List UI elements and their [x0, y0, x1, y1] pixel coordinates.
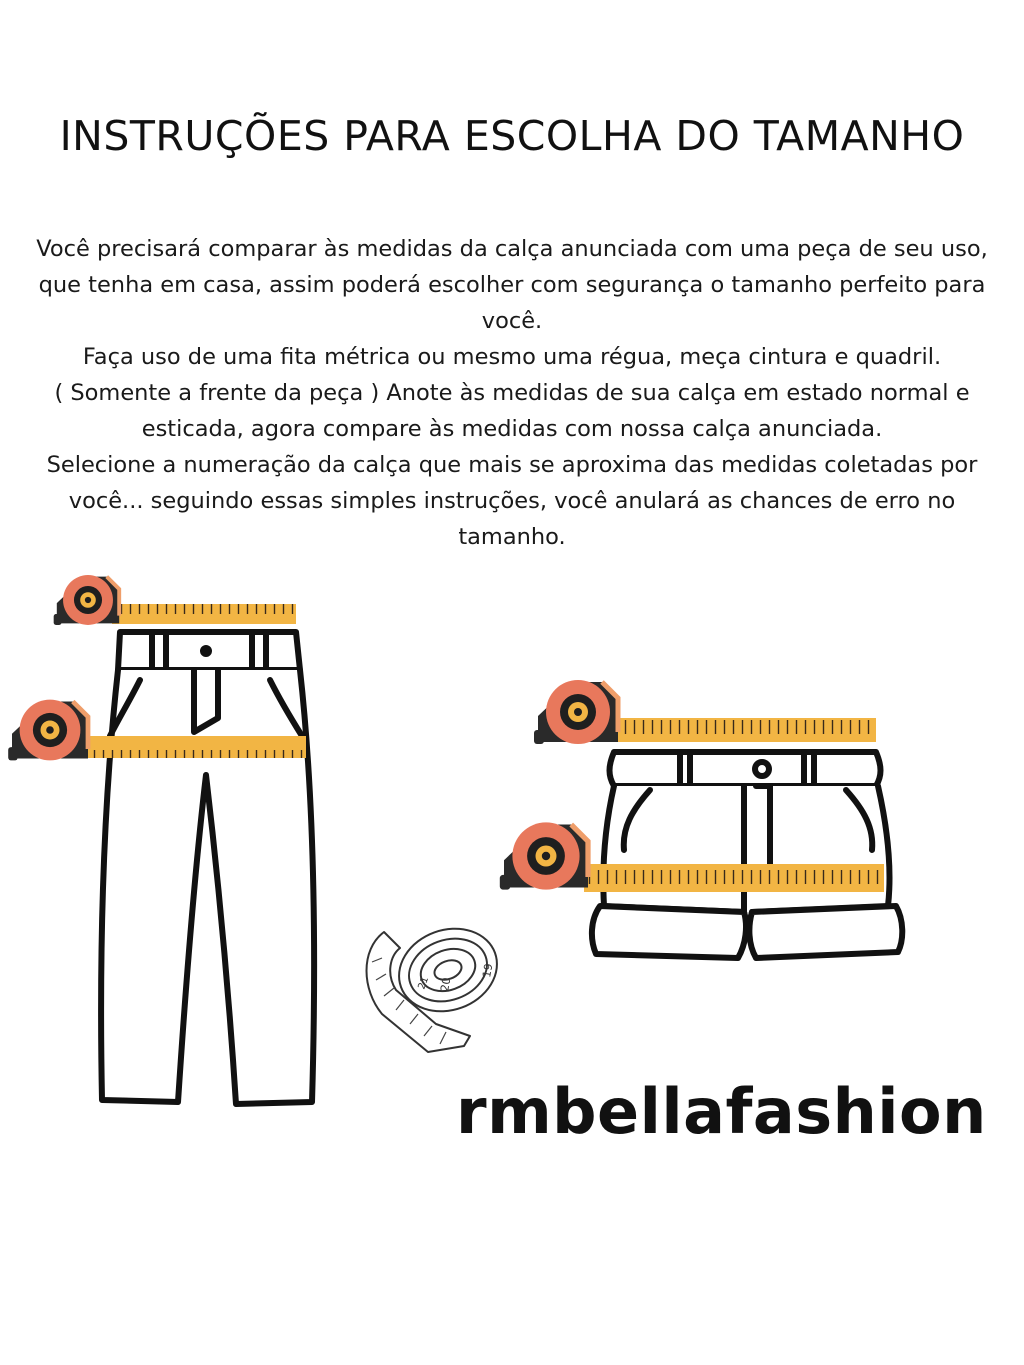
tape-number: 21: [416, 975, 431, 991]
instruction-paragraph: ( Somente a frente da peça ) Anote às me…: [54, 380, 970, 442]
brand-name: rmbellafashion: [456, 1075, 987, 1148]
tape-number: 19: [480, 962, 495, 978]
instruction-paragraph: Você precisará comparar às medidas da ca…: [36, 236, 988, 334]
instruction-paragraph: Faça uso de uma fita métrica ou mesmo um…: [82, 344, 942, 370]
pants-icon: [98, 629, 318, 1107]
shorts-icon: [588, 749, 906, 961]
instructions-text: Você precisará comparar às medidas da ca…: [30, 231, 994, 555]
tape-measure-icon: [534, 680, 876, 744]
tape-measure-icon: [500, 822, 884, 892]
tape-roll-icon: 19 20 21: [365, 927, 498, 1053]
measurement-illustration: 19 20 21: [0, 573, 906, 1107]
tape-measure-icon: [8, 700, 306, 761]
page-title: INSTRUÇÕES PARA ESCOLHA DO TAMANHO: [59, 112, 965, 160]
tape-number: 20: [438, 976, 453, 992]
tape-measure-icon: [51, 573, 296, 627]
instruction-paragraph: Selecione a numeração da calça que mais …: [46, 452, 978, 550]
